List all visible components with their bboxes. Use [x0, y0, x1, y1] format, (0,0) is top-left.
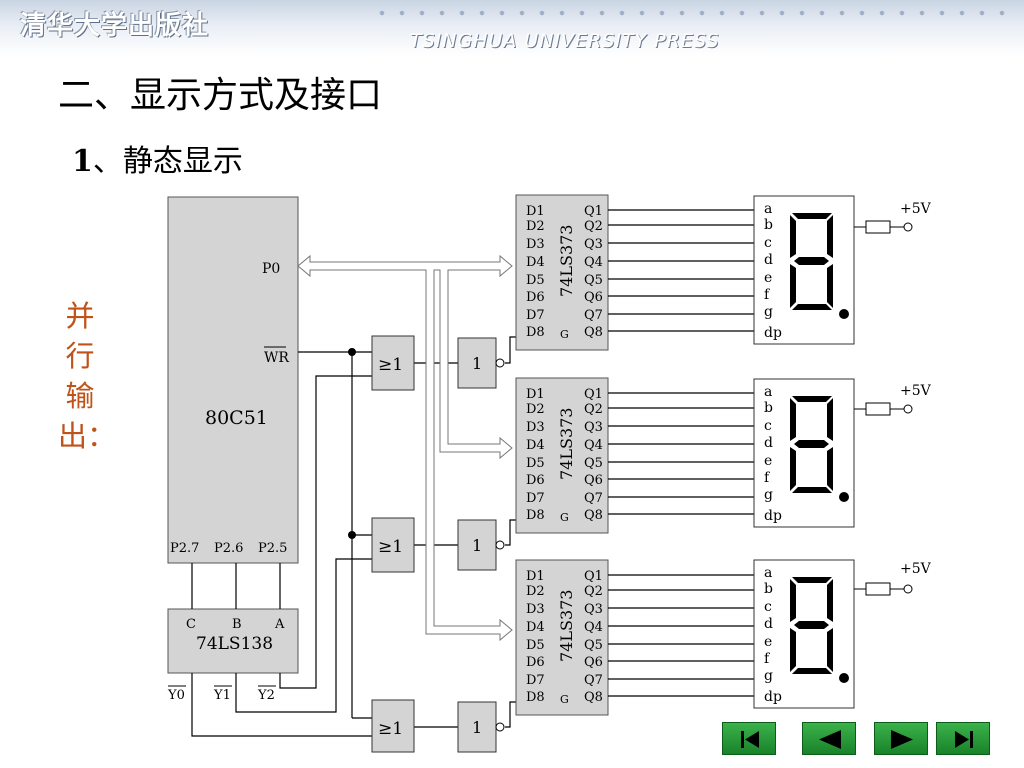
- mcu-p25-label: P2.5: [258, 541, 287, 556]
- latch-74ls373: 74LS373: [515, 194, 609, 351]
- side-label-char: 行: [65, 339, 95, 373]
- mcu-wr-label: WR: [264, 350, 289, 366]
- segment-wires: [608, 209, 754, 697]
- seven-segment-display: a b c d e f g dp: [753, 195, 855, 345]
- not-gate: 1: [457, 519, 505, 571]
- segment-label: f: [764, 651, 771, 667]
- decoder-a-pin: A: [274, 617, 285, 632]
- not-gate-label: 1: [472, 718, 482, 737]
- or-gate: ≥1: [371, 517, 415, 573]
- or-gate-label: ≥1: [378, 537, 403, 557]
- header-dot-pattern: [372, 9, 1012, 17]
- latch-name: 74LS373: [557, 408, 576, 480]
- segment-label: c: [764, 599, 772, 615]
- segment-label: d: [764, 252, 773, 268]
- decoder-y1-pin: Y1: [213, 688, 231, 703]
- next-page-button[interactable]: [874, 722, 928, 755]
- not-gate-label: 1: [472, 354, 482, 373]
- pullup-resistor: +5V: [854, 561, 932, 596]
- latch-name: 74LS373: [557, 225, 576, 297]
- slide-title: 二、显示方式及接口: [58, 75, 383, 116]
- segment-label: g: [764, 668, 773, 684]
- mcu-p26-label: P2.6: [214, 541, 243, 556]
- segment-label: g: [764, 487, 773, 503]
- publisher-logo-cn: 清华大学出版社: [20, 11, 210, 41]
- skip-forward-icon: [955, 731, 973, 748]
- segment-label: g: [764, 304, 773, 320]
- segment-label: e: [764, 634, 772, 650]
- segment-label: dp: [764, 325, 782, 341]
- not-gate-label: 1: [472, 536, 482, 555]
- junction-dot: [348, 531, 356, 539]
- digit-segments: [790, 396, 849, 502]
- or-gate: ≥1: [371, 699, 415, 753]
- first-page-button[interactable]: [722, 722, 776, 755]
- segment-label: c: [764, 235, 772, 251]
- latch-74ls373: 74LS373: [515, 377, 609, 534]
- latch-name: 74LS373: [557, 590, 576, 662]
- not-gate: 1: [457, 337, 505, 389]
- side-label-char: 并: [65, 299, 95, 333]
- segment-label: b: [764, 400, 773, 416]
- segment-label: b: [764, 217, 773, 233]
- decoder-74ls138: [167, 608, 299, 674]
- or-gate: ≥1: [371, 335, 415, 391]
- decoder-y2-pin: Y2: [257, 688, 275, 703]
- digit-segments: [790, 213, 849, 319]
- previous-page-button[interactable]: [802, 722, 856, 755]
- seven-segment-display: a b c d e f g dp: [753, 559, 855, 709]
- address-wires: [191, 336, 561, 737]
- publisher-logo-en: TSINGHUA UNIVERSITY PRESS: [410, 30, 720, 52]
- decoder-name: 74LS138: [196, 634, 273, 654]
- segment-label: a: [764, 384, 772, 400]
- junction-dot: [348, 348, 356, 356]
- segment-label: a: [764, 565, 772, 581]
- seven-segment-display: a b c d e f g dp: [753, 378, 855, 528]
- mcu-p27-label: P2.7: [170, 541, 199, 556]
- segment-label: e: [764, 270, 772, 286]
- digit-segments: [790, 577, 849, 683]
- subtitle-text: 、静态显示: [92, 144, 243, 179]
- mcu-name: 80C51: [205, 407, 268, 429]
- triangle-left-icon: [819, 730, 841, 749]
- or-gate-label: ≥1: [378, 355, 403, 375]
- mcu-80c51: [167, 196, 299, 564]
- pullup-resistor: +5V: [854, 201, 932, 234]
- side-label-char: 输: [65, 379, 95, 413]
- parallel-output-label: 并 行 输 出：: [58, 296, 116, 456]
- subtitle-number: 1: [72, 144, 93, 179]
- mcu-p0-label: P0: [262, 261, 280, 277]
- decoder-b-pin: B: [232, 617, 242, 632]
- segment-label: d: [764, 435, 773, 451]
- segment-label: f: [764, 287, 771, 303]
- skip-back-icon: [741, 731, 759, 748]
- or-gate-label: ≥1: [378, 719, 403, 739]
- segment-label: c: [764, 418, 772, 434]
- header-banner: 清华大学出版社 TSINGHUA UNIVERSITY PRESS: [0, 0, 1024, 56]
- latch-74ls373: 74LS373: [515, 559, 609, 716]
- not-gate: 1: [457, 701, 505, 753]
- segment-label: dp: [764, 689, 782, 705]
- last-page-button[interactable]: [936, 722, 990, 755]
- segment-label: d: [764, 616, 773, 632]
- segment-label: dp: [764, 508, 782, 524]
- segment-label: f: [764, 470, 771, 486]
- slide-subtitle: 1、静态显示: [72, 136, 243, 180]
- triangle-right-icon: [891, 730, 913, 749]
- power-label: +5V: [900, 383, 932, 399]
- decoder-y0-pin: Y0: [167, 688, 185, 703]
- power-label: +5V: [900, 201, 932, 217]
- segment-label: a: [764, 201, 772, 217]
- power-label: +5V: [900, 561, 932, 577]
- segment-label: b: [764, 581, 773, 597]
- data-bus: [297, 254, 513, 642]
- pullup-resistor: +5V: [854, 383, 932, 416]
- segment-label: e: [764, 453, 772, 469]
- decoder-c-pin: C: [186, 617, 196, 632]
